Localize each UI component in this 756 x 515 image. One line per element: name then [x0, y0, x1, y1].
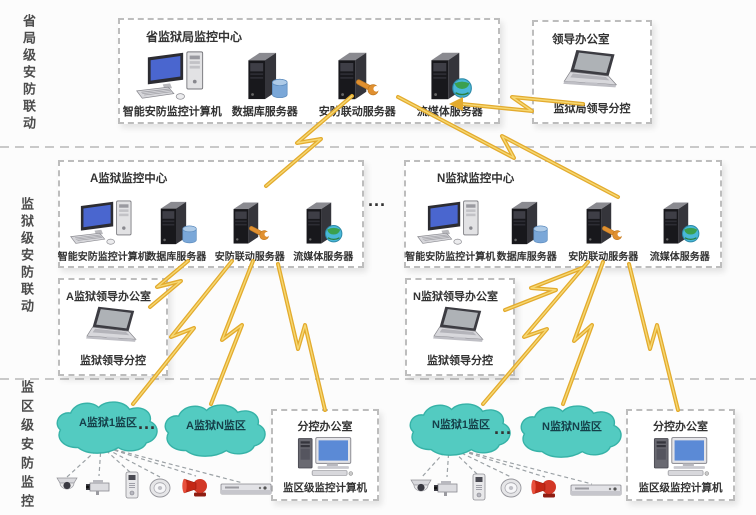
dvr-recorder-icon: [220, 482, 272, 496]
office-device-label: 监区级监控计算机: [283, 482, 367, 494]
box-title: 分控办公室: [297, 421, 353, 433]
node-label: 安防联动服务器: [318, 106, 396, 118]
workstation-icon: [69, 199, 137, 247]
cloud-n-district-n: N监狱N监区: [516, 403, 628, 461]
node-label: 流媒体服务器: [416, 106, 483, 118]
desktop-computer-icon: [294, 433, 356, 479]
database-server-icon: [241, 50, 289, 102]
media-server-icon: [300, 199, 346, 247]
linkage-server-icon: [227, 199, 273, 247]
box-camera-icon: [432, 478, 462, 498]
linkage-server-icon: [580, 199, 626, 247]
laptop-icon: [429, 305, 491, 346]
node-label: 智能安防监控计算机: [57, 252, 148, 263]
lightning-bolt: [561, 260, 605, 406]
office-device-label: 监区级监控计算机: [638, 482, 723, 494]
cloud-a-district-n: A监狱N监区: [160, 402, 272, 460]
database-server-icon: [154, 199, 198, 247]
ellipsis: ...: [368, 190, 387, 210]
cloud-label: N监狱1监区: [431, 419, 491, 432]
dvr-recorder-icon: [570, 483, 622, 497]
node-linkage-server: 安防联动服务器: [311, 44, 404, 119]
cloud-a-district-1: A监狱1监区: [52, 399, 164, 457]
node-database-server: 数据库服务器: [219, 44, 312, 119]
cloud-label: A监狱1监区: [78, 417, 138, 430]
bureau-leader-office-box: 领导办公室 监狱局领导分控: [532, 20, 652, 124]
box-title: A监狱领导办公室: [66, 291, 151, 303]
node-label: 数据库服务器: [496, 252, 557, 263]
workstation-icon: [416, 199, 484, 247]
a-leader-office-box: A监狱领导办公室 监狱领导分控: [58, 278, 168, 376]
box-title: N监狱监控中心: [437, 173, 515, 185]
node-media-server: 流媒体服务器: [404, 44, 497, 119]
node-label: 流媒体服务器: [293, 252, 354, 263]
tier-label-district: 监区级安防监控: [19, 380, 34, 513]
tier-separator: [0, 146, 756, 148]
smoke-detector-icon: [499, 477, 523, 499]
subcontrol-office-box-n: 分控办公室 监区级监控计算机: [626, 409, 735, 501]
box-title: A监狱监控中心: [90, 173, 168, 185]
node-database-server: 数据库服务器: [489, 186, 566, 263]
media-server-icon: [424, 50, 476, 102]
office-device-label: 监狱领导分控: [427, 355, 493, 367]
database-server-icon: [505, 199, 549, 247]
node-label: 安防联动服务器: [568, 252, 639, 263]
alarm-siren-icon: [531, 476, 559, 500]
workstation-icon: [134, 50, 210, 102]
node-workstation: 智能安防监控计算机: [122, 44, 222, 119]
laptop-icon: [559, 48, 625, 92]
n-leader-office-box: N监狱领导办公室 监狱领导分控: [405, 278, 515, 376]
node-linkage-server: 安防联动服务器: [213, 186, 287, 263]
box-title: 领导办公室: [552, 34, 610, 46]
node-label: 数据库服务器: [146, 252, 207, 263]
node-label: 安防联动服务器: [214, 252, 285, 263]
provincial-center-box: 省监狱局监控中心 智能安防监控计算机 数据库服务器 安防联动服务器 流媒体服务器: [118, 18, 500, 124]
node-label: 智能安防监控计算机: [405, 252, 496, 263]
node-label: 流媒体服务器: [649, 252, 710, 263]
box-title: 分控办公室: [653, 421, 708, 433]
lightning-bolt: [209, 259, 255, 406]
node-media-server: 流媒体服务器: [642, 186, 719, 263]
node-linkage-server: 安防联动服务器: [565, 186, 642, 263]
access-panel-icon: [471, 473, 487, 501]
n-prison-center-box: N监狱监控中心 智能安防监控计算机 数据库服务器 安防联动服务器 流媒体服务器: [404, 160, 722, 268]
access-panel-icon: [124, 471, 140, 499]
node-label: 数据库服务器: [231, 106, 298, 118]
node-workstation: 智能安防监控计算机: [58, 186, 148, 263]
cloud-label: N监狱N监区: [542, 421, 602, 434]
smoke-detector-icon: [148, 477, 172, 499]
tier-separator: [0, 378, 756, 380]
alarm-siren-icon: [182, 475, 210, 499]
lightning-bolt: [627, 262, 680, 412]
lightning-bolt: [276, 262, 327, 412]
box-title: 省监狱局监控中心: [146, 30, 243, 44]
box-title: N监狱领导办公室: [413, 291, 498, 303]
linkage-server-icon: [331, 50, 383, 102]
office-device-label: 监狱局领导分控: [553, 103, 631, 115]
node-label: 智能安防监控计算机: [122, 106, 222, 118]
dome-camera-icon: [55, 475, 79, 497]
cloud-label: A监狱N监区: [186, 420, 246, 433]
node-media-server: 流媒体服务器: [287, 186, 361, 263]
node-workstation: 智能安防监控计算机: [405, 186, 495, 263]
ellipsis: ...: [138, 413, 157, 433]
laptop-icon: [82, 305, 144, 346]
media-server-icon: [657, 199, 703, 247]
office-device-label: 监狱领导分控: [80, 355, 146, 367]
lightning-bolt: [503, 266, 584, 312]
desktop-computer-icon: [650, 433, 712, 479]
tier-label-prison: 监狱级安防联动: [19, 197, 34, 316]
ellipsis: ...: [494, 418, 513, 438]
tier-label-provincial: 省局级安防联动: [21, 14, 36, 133]
subcontrol-office-box-a: 分控办公室 监区级监控计算机: [271, 409, 379, 501]
dome-camera-icon: [409, 477, 433, 499]
box-camera-icon: [84, 477, 114, 497]
node-database-server: 数据库服务器: [140, 186, 214, 263]
a-prison-center-box: A监狱监控中心 智能安防监控计算机 数据库服务器 安防联动服务器 流媒体服务器: [58, 160, 364, 268]
cloud-n-district-1: N监狱1监区: [405, 401, 517, 459]
